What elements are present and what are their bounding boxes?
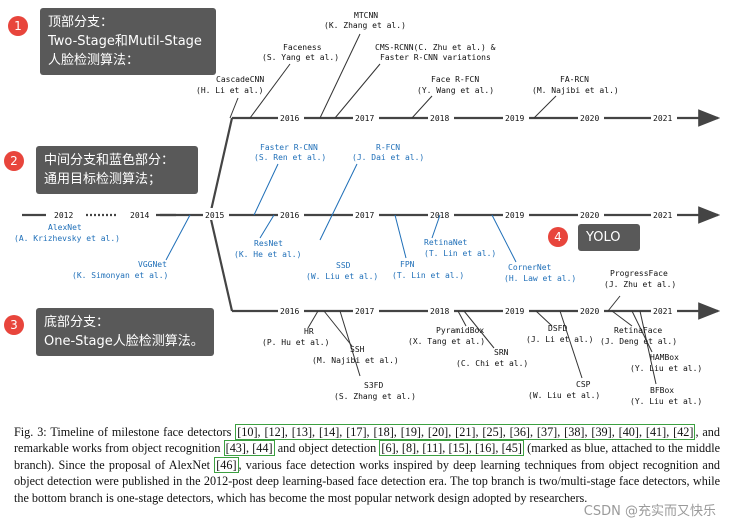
year-label: 2020 [580, 307, 599, 316]
detector-label: CSP [576, 380, 591, 389]
detector-label: PyramidBox [436, 326, 484, 335]
detector-label: DSFD [548, 324, 567, 333]
branch-connector-up [208, 117, 234, 216]
year-label: 2019 [505, 211, 524, 220]
callout-top-branch: 顶部分支： Two-Stage和Mutil-Stage 人脸检测算法： [40, 8, 216, 75]
branch-connector-down [208, 214, 234, 312]
detector-label: CascadeCNN [216, 75, 264, 84]
callout-middle-branch-box: 中间分支和蓝色部分： 通用目标检测算法； [36, 146, 198, 194]
year-label: 2020 [580, 211, 599, 220]
detector-label: FA-RCN [560, 75, 589, 84]
year-label: 2016 [280, 307, 299, 316]
caption-text: , various face detection works inspired … [14, 457, 721, 505]
detector-label: SRN [494, 348, 509, 357]
detector-label: HR [304, 327, 314, 336]
detector-author: (X. Tang et al.) [408, 337, 485, 346]
callout-number-badge: 2 [4, 151, 24, 171]
year-label: 2016 [280, 114, 299, 123]
year-label: 2019 [505, 114, 524, 123]
year-label: 2017 [355, 114, 374, 123]
detector-author: (J. Zhu et al.) [604, 280, 676, 289]
year-label: 2018 [430, 307, 449, 316]
detector-author: (K. Zhang et al.) [324, 21, 406, 30]
callout-number-badge: 1 [8, 16, 28, 36]
detector-author: (S. Zhang et al.) [334, 392, 416, 401]
detector-label: Face R-FCN [431, 75, 479, 84]
callout-yolo: YOLO [578, 224, 640, 251]
detector-author: (M. Najibi et al.) [532, 86, 619, 95]
detector-label: Faceness [283, 43, 322, 52]
year-label: 2012 [54, 211, 73, 220]
caption-refs[interactable]: [46] [214, 456, 239, 473]
detector-label: VGGNet [138, 260, 167, 269]
detector-author: (Y. Liu et al.) [630, 364, 702, 373]
timeline-diagram: 2016 2017 2018 2019 2020 2021 2012 2014 … [14, 11, 721, 406]
detector-label: CornerNet [508, 263, 552, 272]
year-label: 2021 [653, 114, 672, 123]
detector-author: (K. Simonyan et al.) [72, 271, 168, 280]
caption-refs[interactable]: [10], [12], [13], [14], [17], [18], [19]… [235, 424, 696, 440]
detector-label: RetinaNet [424, 238, 468, 247]
detector-label: Faster R-CNN [260, 143, 318, 152]
figure-caption: Fig. 3: Timeline of milestone face detec… [14, 424, 720, 506]
detector-author: (T. Lin et al.) [424, 249, 496, 258]
detector-author: (W. Liu et al.) [306, 272, 378, 281]
detector-label: SSH [350, 345, 365, 354]
year-label: 2017 [355, 211, 374, 220]
caption-text: and object detection [274, 441, 380, 456]
year-label: 2021 [653, 307, 672, 316]
detector-label: MTCNN [354, 11, 378, 20]
detector-author: (S. Yang et al.) [262, 53, 339, 62]
caption-text: , and remarkable works from object recog… [14, 425, 720, 456]
detector-author: Faster R-CNN variations [380, 53, 491, 62]
detector-author: (Y. Wang et al.) [417, 86, 494, 95]
detector-author: (J. Deng et al.) [600, 337, 677, 346]
detector-label: BFBox [650, 386, 674, 395]
caption-text: (marked as blue, attached to the middle … [14, 441, 721, 472]
detector-author: (K. He et al.) [234, 250, 301, 259]
caption-text: Fig. 3: Timeline of milestone face detec… [14, 425, 236, 439]
callout-number-badge: 3 [4, 315, 24, 335]
detector-label: AlexNet [48, 223, 82, 232]
detector-label: SSD [336, 261, 351, 270]
detector-label: ProgressFace [610, 269, 668, 278]
callout-bottom-branch: 底部分支： One-Stage人脸检测算法。 [36, 308, 214, 356]
detector-author: (C. Chi et al.) [456, 359, 528, 368]
detector-author: (Y. Liu et al.) [630, 397, 702, 406]
year-label: 2016 [280, 211, 299, 220]
year-label: 2021 [653, 211, 672, 220]
detector-author: (P. Hu et al.) [262, 338, 329, 347]
year-label: 2017 [355, 307, 374, 316]
year-label: 2020 [580, 114, 599, 123]
detector-label: R-FCN [376, 143, 400, 152]
year-label: 2019 [505, 307, 524, 316]
watermark: CSDN @充实而又快乐 [583, 504, 716, 519]
year-label: 2014 [130, 211, 149, 220]
detector-author: (J. Dai et al.) [352, 153, 424, 162]
detector-author: (J. Li et al.) [526, 335, 593, 344]
year-label: 2015 [205, 211, 224, 220]
caption-refs[interactable]: [6], [8], [11], [15], [16], [45] [379, 440, 524, 457]
detector-author: (H. Law et al.) [504, 274, 576, 283]
detector-author: (M. Najibi et al.) [312, 356, 399, 365]
detector-author: (S. Ren et al.) [254, 153, 326, 162]
detector-author: (W. Liu et al.) [528, 391, 600, 400]
detector-author: (H. Li et al.) [196, 86, 263, 95]
detector-label: CMS-RCNN(C. Zhu et al.) & [375, 43, 496, 52]
detector-label: RetinaFace [614, 326, 662, 335]
detector-label: ResNet [254, 239, 283, 248]
detector-author: (A. Krizhevsky et al.) [14, 234, 120, 243]
callout-number-badge: 4 [548, 227, 568, 247]
detector-label: HAMBox [650, 353, 679, 362]
year-label: 2018 [430, 114, 449, 123]
detector-author: (T. Lin et al.) [392, 271, 464, 280]
detector-label: FPN [400, 260, 415, 269]
detector-label: S3FD [364, 381, 383, 390]
caption-refs[interactable]: [43], [44] [223, 440, 275, 457]
